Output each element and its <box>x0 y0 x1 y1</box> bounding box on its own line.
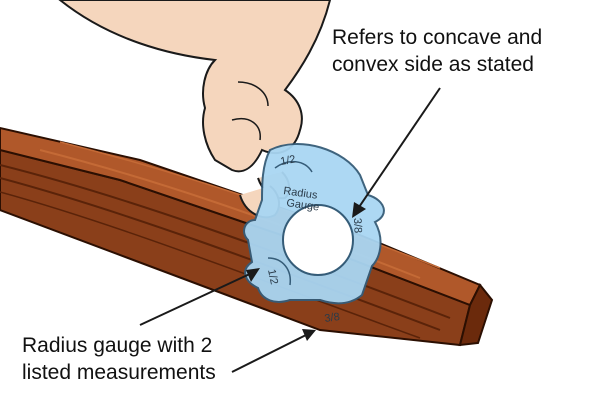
gauge-title-line1: Radius <box>283 185 319 202</box>
annotation-radius-gauge: Radius gauge with 2 listed measurements <box>22 332 216 386</box>
arrowhead-bottom <box>302 329 316 341</box>
arrowhead-top <box>352 202 366 218</box>
gauge-mark-bottom: 3/8 <box>324 311 341 325</box>
gauge-mark-top: 1/2 <box>279 153 296 167</box>
arrowhead-left <box>246 268 260 282</box>
pointer-arrows <box>139 87 441 373</box>
gauge-text: Radius Gauge 1/2 1/2 3/8 3/8 <box>265 153 363 324</box>
annotation-bottom-line2: listed measurements <box>22 361 216 384</box>
annotation-concave-convex: Refers to concave and convex side as sta… <box>332 24 542 78</box>
annotation-top-line2: convex side as stated <box>332 53 534 76</box>
gauge-mark-left: 1/2 <box>265 268 280 285</box>
gauge-mark-right: 3/8 <box>351 218 364 234</box>
annotation-top-line1: Refers to concave and <box>332 26 543 49</box>
radius-gauge <box>243 143 385 305</box>
annotation-bottom-line1: Radius gauge with 2 <box>22 334 213 357</box>
gauge-title-line2: Gauge <box>286 197 320 213</box>
